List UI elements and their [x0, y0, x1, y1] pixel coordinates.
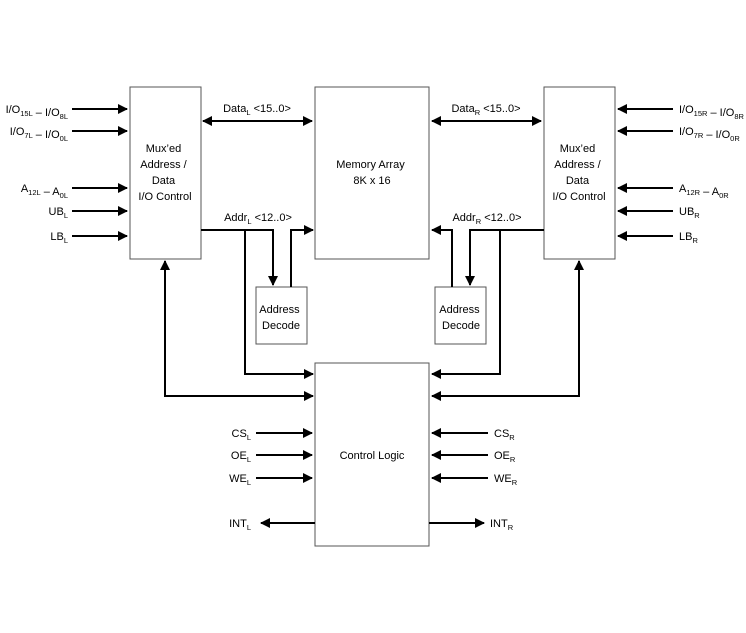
left-ub-label: UBL: [49, 206, 68, 220]
left-cs-label: CSL: [232, 428, 251, 442]
left-addr-label: A12L – A0L: [21, 183, 68, 200]
right-lb-label: LBR: [679, 231, 698, 245]
data-left-label: DataL <15..0>: [223, 103, 291, 117]
control-logic-block: [314, 362, 430, 547]
control-to-mux-left: [160, 260, 314, 401]
addr-left-to-decode: [201, 229, 278, 286]
data-right-label: DataR <15..0>: [451, 103, 520, 117]
mux-right-text: Mux’ed Address / Data I/O Control: [552, 143, 605, 203]
addr-left-label: AddrL <12..0>: [224, 212, 292, 226]
right-cs-label: CSR: [494, 428, 515, 442]
mux-left-text: Mux’ed Address / Data I/O Control: [138, 143, 191, 203]
addr-right-to-decode: [465, 229, 544, 286]
right-int-label: INTR: [490, 518, 514, 532]
control-logic-text: Control Logic: [340, 450, 405, 462]
addr-right-label: AddrR <12..0>: [452, 212, 521, 226]
mux-left-block: [129, 86, 202, 260]
mux-right-block: [543, 86, 616, 260]
right-ub-label: UBR: [679, 206, 700, 220]
left-we-label: WEL: [229, 473, 251, 487]
left-oe-label: OEL: [231, 450, 251, 464]
signal-labels: I/O15L – I/O8L I/O7L – I/O0L A12L – A0L UBL…: [6, 104, 745, 532]
left-lb-label: LBL: [50, 231, 68, 245]
right-oe-label: OER: [494, 450, 516, 464]
left-io-high-label: I/O15L – I/O8L: [6, 104, 68, 121]
left-io-low-label: I/O7L – I/O0L: [10, 126, 68, 143]
left-int-label: INTL: [229, 518, 251, 532]
right-addr-label: A12R – A0R: [679, 183, 729, 200]
decode-left-to-memory: [290, 225, 314, 287]
right-we-label: WER: [494, 473, 518, 487]
memory-array-text: Memory Array 8K x 16: [336, 159, 408, 187]
decode-right-to-memory: [431, 225, 453, 287]
memory-array-block: [314, 86, 430, 260]
right-io-high-label: I/O15R – I/O8R: [679, 104, 745, 121]
right-io-low-label: I/O7R – I/O0R: [679, 126, 740, 143]
control-to-mux-right: [431, 260, 584, 401]
